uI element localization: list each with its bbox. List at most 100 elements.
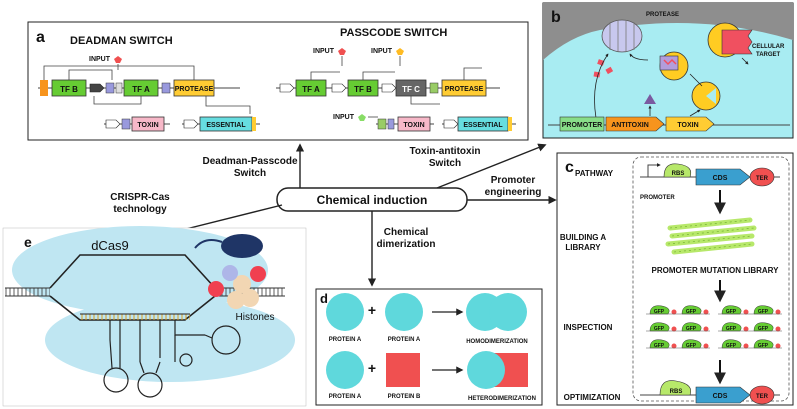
label-to-e: CRISPR-Cas xyxy=(110,192,170,203)
d-hetero: HETERODIMERIZATION xyxy=(468,396,536,402)
pc-tfc: TF C xyxy=(402,85,420,94)
dm-input-pentagon xyxy=(114,56,122,63)
b-target: TARGET xyxy=(756,52,781,58)
dm-tfa: TF A xyxy=(132,85,150,94)
e-histones: Histones xyxy=(236,312,275,323)
gfp-label-5: GFP xyxy=(686,343,697,349)
pc-input-3: INPUT xyxy=(333,114,355,121)
panel-a-letter: a xyxy=(36,29,45,46)
gfp-leaf-6 xyxy=(721,305,742,315)
b-protease: PROTEASE xyxy=(646,12,679,18)
dm-protease: PROTEASE xyxy=(175,86,214,93)
panel-c-letter: c xyxy=(565,159,574,176)
protease-barrel-icon xyxy=(601,19,643,53)
d-label-a2: PROTEIN A xyxy=(388,337,421,343)
b-promoter: PROMOTER xyxy=(562,122,602,129)
gfp-leaf-0 xyxy=(649,305,670,315)
d-label-a1: PROTEIN A xyxy=(329,337,362,343)
gfp-label-4: GFP xyxy=(654,343,665,349)
promoter-library-icon xyxy=(665,217,757,255)
pc-tfa: TF A xyxy=(302,85,320,94)
c-cds-2: CDS xyxy=(713,393,728,400)
gfp-dot-2 xyxy=(671,326,677,332)
d-label-a3: PROTEIN A xyxy=(329,394,362,400)
label-to-e-2: technology xyxy=(113,204,167,215)
c-rbs: RBS xyxy=(672,171,685,177)
gfp-dot-8 xyxy=(743,326,749,332)
gfp-leaf-10 xyxy=(721,339,742,349)
gfp-leaf-5 xyxy=(681,339,702,349)
label-to-c: Promoter xyxy=(491,175,536,186)
c-ter: TER xyxy=(756,176,769,182)
gfp-dot-6 xyxy=(743,309,749,315)
pc-toxin: TOXIN xyxy=(403,122,424,129)
d-homo: HOMODIMERIZATION xyxy=(466,339,528,345)
d-protein-b xyxy=(386,353,420,387)
gfp-label-8: GFP xyxy=(726,326,737,332)
step-inspection: INSPECTION xyxy=(564,323,613,332)
arrow-to-b xyxy=(436,143,547,189)
gfp-label-1: GFP xyxy=(686,309,697,315)
gfp-dot-3 xyxy=(703,326,709,332)
gfp-label-3: GFP xyxy=(686,326,697,332)
label-to-a: Deadman-Passcode xyxy=(202,156,297,167)
label-to-b-2: Switch xyxy=(429,158,461,169)
gfp-label-7: GFP xyxy=(758,309,769,315)
gfp-label-9: GFP xyxy=(758,326,769,332)
panel-e: e dCas9 Histones xyxy=(2,226,307,407)
panel-e-letter: e xyxy=(24,234,32,250)
pc-input-2: INPUT xyxy=(371,48,393,55)
d-label-b: PROTEIN B xyxy=(388,394,421,400)
cell-membrane xyxy=(543,3,793,60)
step-optimization: OPTIMIZATION xyxy=(564,393,621,402)
gfp-label-6: GFP xyxy=(726,309,737,315)
c-ter-2: TER xyxy=(756,394,769,400)
c-cds: CDS xyxy=(713,175,728,182)
dm-toxin: TOXIN xyxy=(137,122,158,129)
gfp-leaf-7 xyxy=(753,305,774,315)
dcas9-blob xyxy=(12,226,268,314)
c-promoter: PROMOTER xyxy=(640,195,675,201)
gfp-leaf-3 xyxy=(681,322,702,332)
pc-tfb: TF B xyxy=(354,85,372,94)
panel-c: c PATHWAY BUILDING A LIBRARY INSPECTION … xyxy=(556,152,794,406)
dm-input: INPUT xyxy=(89,56,111,63)
dm-toxin-box xyxy=(131,116,165,132)
dm-tfb: TF B xyxy=(60,85,78,94)
gfp-leaf-1 xyxy=(681,305,702,315)
gfp-label-2: GFP xyxy=(654,326,665,332)
b-antitoxin: ANTITOXIN xyxy=(611,122,649,129)
step-library: LIBRARY xyxy=(565,243,601,252)
panel-b-letter: b xyxy=(551,9,561,26)
center-label: Chemical induction xyxy=(317,193,428,207)
dm-essential: ESSENTIAL xyxy=(206,122,246,129)
panel-d: d + PROTEIN A PROTEIN A HOMODIMERIZATION… xyxy=(315,288,543,406)
gfp-dot-7 xyxy=(775,309,781,315)
gfp-label-0: GFP xyxy=(654,309,665,315)
gfp-grid: GFP GFP GFP GFP GFP GFP GFP GFP GFP GFP GFP GFP xyxy=(646,305,782,349)
passcode-switch: TF A TF B TF C PROTEASE INPUT INPUT INPU… xyxy=(276,48,516,132)
panel-d-letter: d xyxy=(320,291,328,306)
gfp-leaf-4 xyxy=(649,339,670,349)
d-protein-a-2 xyxy=(385,293,423,331)
deadman-title: DEADMAN SWITCH xyxy=(70,35,173,47)
d-plus-2: + xyxy=(368,360,376,376)
pc-protease: PROTEASE xyxy=(445,86,484,93)
label-to-d-2: dimerization xyxy=(377,239,436,250)
pc-input-1: INPUT xyxy=(313,48,335,55)
gfp-leaf-8 xyxy=(721,322,742,332)
deadman-switch: TF B TF A PROTEASE INPUT TOXIN xyxy=(38,56,260,132)
gfp-leaf-11 xyxy=(753,339,774,349)
gfp-leaf-2 xyxy=(649,322,670,332)
label-to-b: Toxin-antitoxin xyxy=(410,146,481,157)
b-cellular: CELLULAR xyxy=(752,44,785,50)
gfp-label-10: GFP xyxy=(726,343,737,349)
gfp-label-11: GFP xyxy=(758,343,769,349)
gfp-dot-11 xyxy=(775,343,781,349)
label-to-a-2: Switch xyxy=(234,168,266,179)
d-protein-a-1 xyxy=(326,293,364,331)
step-building: BUILDING A xyxy=(560,233,607,242)
gfp-dot-10 xyxy=(743,343,749,349)
c-library: PROMOTER MUTATION LIBRARY xyxy=(652,266,780,275)
